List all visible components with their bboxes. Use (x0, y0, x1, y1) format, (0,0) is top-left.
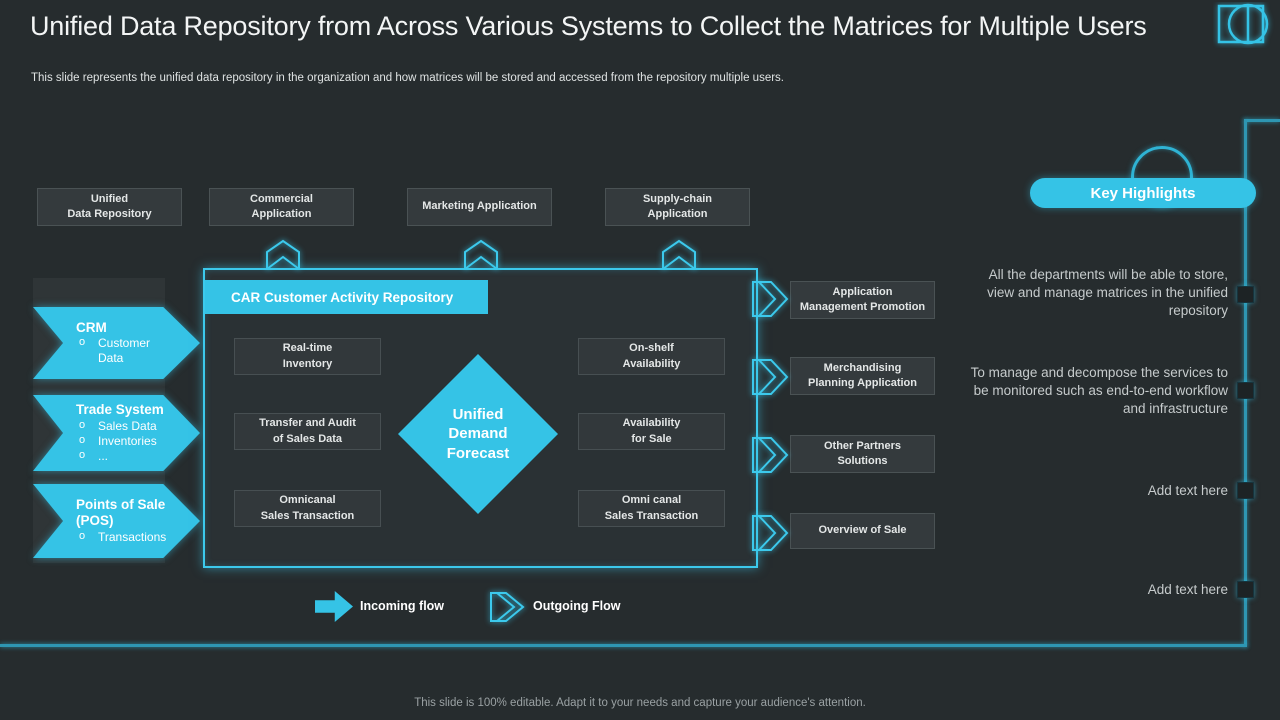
highlight-item: All the departments will be able to stor… (987, 267, 1228, 318)
outgoing-arrow-icon (751, 278, 789, 320)
outgoing-flow-label: Outgoing Flow (533, 599, 621, 613)
input-arrow-trade-system: Trade System Sales Data Inventories ... (0, 395, 1280, 471)
bullet-square (1237, 581, 1254, 598)
box-transfer-audit-sales-data: Transfer and Audit of Sales Data (234, 413, 381, 450)
box-other-partners-solutions: Other Partners Solutions (790, 435, 935, 473)
incoming-flow-label: Incoming flow (360, 599, 445, 613)
chevron-up-icon (660, 238, 698, 270)
frame-line-top (1244, 119, 1280, 122)
box-omnicanal-sales-transaction: Omnicanal Sales Transaction (234, 490, 381, 527)
input-arrow-points-of-sale: Points of Sale (POS) Transactions (0, 484, 1280, 558)
page-title: Unified Data Repository from Across Vari… (30, 11, 1147, 41)
input-arrow-title: Points of Sale (POS) (76, 497, 166, 528)
footer-note: This slide is 100% editable. Adapt it to… (414, 697, 866, 709)
highlight-item-placeholder: Add text here (1147, 483, 1228, 498)
box-commercial-application: Commercial Application (209, 188, 354, 226)
bullet-item: Customer Data (76, 336, 184, 366)
frame-line-bottom (0, 644, 1247, 647)
bullet-square (1237, 286, 1254, 303)
highlight-item: To manage and decompose the services to … (970, 365, 1228, 416)
box-overview-of-sale: Overview of Sale (790, 513, 935, 549)
input-arrow-crm: CRM Customer Data (0, 307, 1280, 379)
highlight-item-placeholder: Add text here (1147, 582, 1228, 597)
outgoing-arrow-icon (751, 434, 789, 476)
box-on-shelf-availability: On-shelf Availability (578, 338, 725, 375)
box-real-time-inventory: Real-time Inventory (234, 338, 381, 375)
outgoing-flow-icon (489, 590, 525, 624)
bullet-square (1237, 482, 1254, 499)
bullet-item: Inventories (76, 434, 184, 449)
box-application-management-promotion: Application Management Promotion (790, 281, 935, 319)
bullet-item: Sales Data (76, 419, 184, 434)
box-omni-canal-sales-transaction: Omni canal Sales Transaction (578, 490, 725, 527)
bullet-item: ... (76, 449, 184, 464)
input-arrow-title: Trade System (76, 402, 164, 418)
box-merchandising-planning-application: Merchandising Planning Application (790, 357, 935, 395)
outgoing-arrow-icon (751, 356, 789, 398)
car-repository-header: CAR Customer Activity Repository (205, 280, 488, 314)
square-circle-logo-icon (1213, 2, 1279, 48)
outgoing-arrow-icon (751, 512, 789, 554)
incoming-flow-icon (315, 591, 353, 622)
input-arrow-bullets: Transactions (76, 530, 184, 545)
input-arrow-bullets: Sales Data Inventories ... (76, 419, 184, 464)
box-marketing-application: Marketing Application (407, 188, 552, 226)
bullet-item: Transactions (76, 530, 184, 545)
box-unified-data-repository: Unified Data Repository (37, 188, 182, 226)
page-subtitle: This slide represents the unified data r… (31, 72, 784, 84)
box-availability-for-sale: Availability for Sale (578, 413, 725, 450)
bullet-square (1237, 382, 1254, 399)
chevron-up-icon (264, 238, 302, 270)
box-supply-chain-application: Supply-chain Application (605, 188, 750, 226)
key-highlights-banner: Key Highlights (1030, 178, 1256, 208)
diamond-unified-demand-forecast: Unified Demand Forecast (398, 354, 558, 514)
input-arrow-title: CRM (76, 319, 107, 335)
chevron-up-icon (462, 238, 500, 270)
car-repository-box: CAR Customer Activity Repository Real-ti… (203, 268, 758, 568)
input-arrow-bullets: Customer Data (76, 336, 184, 366)
